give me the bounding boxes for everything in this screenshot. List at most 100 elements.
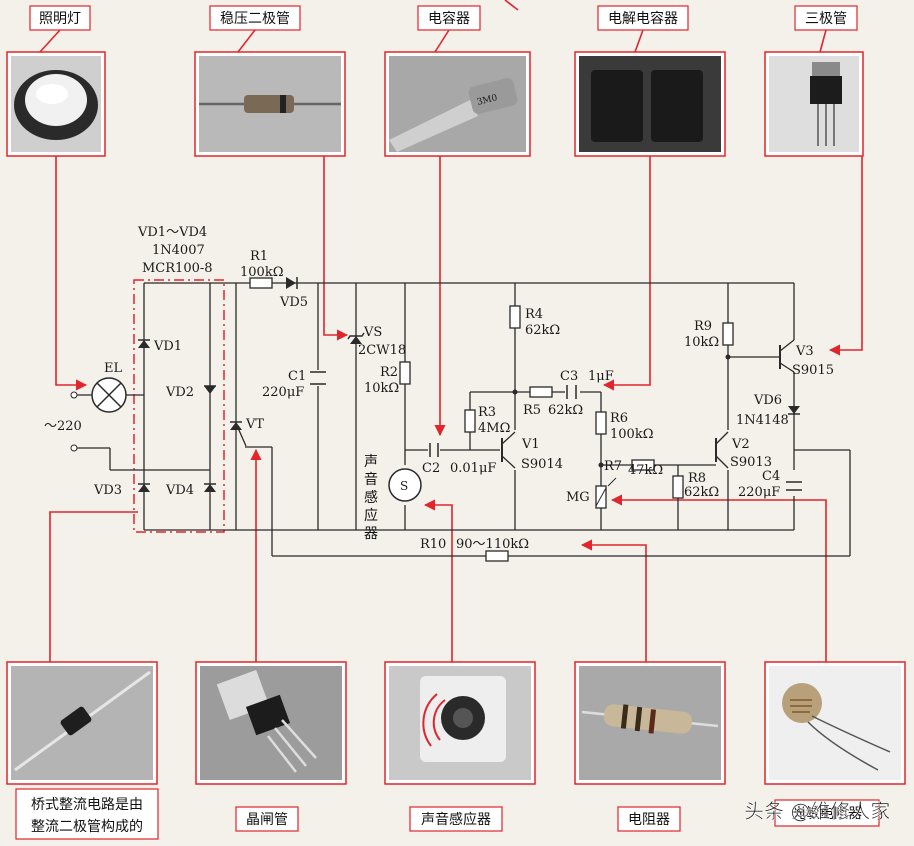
resistor-r10: [485, 550, 509, 562]
callout-leaders: [49, 156, 863, 662]
label-c2: C2: [422, 461, 440, 476]
label-r2-val: 10kΩ: [364, 381, 399, 396]
callout-photoresistor-title: 光敏电阻器: [792, 806, 862, 822]
svg-text:3M0: 3M0: [476, 93, 499, 108]
diode-vd6: [788, 406, 800, 414]
label-r3-val: 4MΩ: [478, 421, 510, 436]
label-sound-sensor-vertical: 声 音 感 应 器: [364, 454, 382, 542]
diode-vd5: [286, 277, 296, 289]
zener-vs: [350, 336, 362, 344]
zener-photo: [244, 95, 294, 113]
callout-electrolytic-title: 电解电容器: [608, 10, 678, 27]
callout-electrolytic: 2200μF 2200μF 电解电容器: [574, 5, 726, 157]
callout-capacitor: 3M0 电容器: [384, 5, 531, 157]
label-r6-val: 100kΩ: [610, 427, 653, 442]
circuit-components: [70, 277, 802, 562]
label-r9: R9: [694, 319, 712, 334]
label-r5: R5: [523, 403, 541, 418]
label-v1-part: S9014: [521, 457, 563, 472]
label-vd4: VD4: [165, 483, 194, 498]
capacitor-photo: [468, 78, 518, 114]
resistor-r6: [595, 411, 607, 435]
electrolytic-photo: [591, 70, 643, 142]
label-r9-val: 10kΩ: [684, 335, 719, 350]
callout-lamp-title: 照明灯: [39, 11, 81, 27]
label-vd1: VD1: [153, 339, 182, 354]
label-vs: VS: [363, 325, 382, 340]
sound-sensor-symbol: [388, 468, 422, 502]
label-vd3: VD3: [93, 483, 122, 498]
label-v3: V3: [795, 344, 814, 359]
diode-vd3: [138, 483, 150, 492]
label-r3: R3: [478, 405, 496, 420]
label-c1: C1: [288, 369, 306, 384]
label-v2-part: S9013: [730, 455, 772, 470]
resistor-r1: [249, 277, 273, 289]
callout-transistor-title: 三极管: [805, 11, 847, 27]
resistor-r9: [722, 322, 734, 346]
callout-bridge-title-2: 整流二极管构成的: [31, 819, 143, 835]
callout-sound-sensor-title: 声音感应器: [421, 811, 491, 828]
transistor-photo: [810, 76, 842, 104]
svg-text:2200μF: 2200μF: [597, 92, 636, 103]
label-r4: R4: [525, 307, 543, 322]
resistor-r8: [672, 475, 684, 499]
label-v2: V2: [731, 437, 750, 452]
callout-zener: 稳压二极管: [194, 5, 346, 157]
label-r8: R8: [688, 471, 706, 486]
callout-thyristor: 晶闸管: [195, 661, 347, 832]
callout-transistor: 三极管: [764, 5, 864, 157]
watermark: 头条 @维修人家: [744, 799, 890, 823]
callout-resistor: 电阻器: [574, 661, 726, 832]
label-el: EL: [104, 361, 122, 376]
label-vs-part: 2CW18: [358, 343, 406, 358]
photoresistor-photo: [782, 683, 822, 723]
resistor-r4: [509, 305, 521, 329]
thyristor-symbol: [230, 422, 242, 430]
bridge-diode-photo: [60, 706, 92, 736]
label-c1-val: 220μF: [262, 385, 304, 400]
diode-vd2: [204, 385, 216, 394]
label-v1: V1: [521, 437, 540, 452]
resistor-r5: [529, 386, 553, 398]
label-c3: C3: [560, 369, 578, 384]
label-vd6: VD6: [753, 393, 782, 408]
label-r2: R2: [380, 365, 398, 380]
diode-vd4: [204, 483, 216, 492]
callout-sound-sensor: 声音感应器: [384, 661, 536, 832]
svg-text:2200μF: 2200μF: [657, 92, 696, 103]
callout-capacitor-title: 电容器: [428, 10, 470, 27]
label-r1: R1: [250, 249, 268, 264]
callout-zener-title: 稳压二极管: [220, 11, 290, 27]
label-r7-val: 47kΩ: [628, 463, 663, 478]
callout-resistor-title: 电阻器: [628, 812, 670, 828]
label-r1-val: 100kΩ: [240, 265, 283, 280]
label-r8-val: 62kΩ: [684, 485, 719, 500]
label-1n4007: 1N4007: [152, 243, 205, 258]
label-mg: MG: [566, 490, 590, 505]
label-c4: C4: [762, 469, 780, 484]
label-r6: R6: [610, 411, 628, 426]
label-c4-val: 220μF: [738, 485, 780, 500]
circuit-labels: VD1～VD4 1N4007 MCR100-8 R1 100kΩ VD5 VS …: [44, 225, 834, 552]
label-r10-val: 90～110kΩ: [456, 537, 529, 552]
label-s: S: [400, 479, 408, 493]
resistor-r7: [631, 459, 655, 471]
label-vt: VT: [245, 417, 264, 432]
callout-bridge-title-1: 桥式整流电路是由: [31, 797, 143, 813]
label-vd6-part: 1N4148: [736, 413, 789, 428]
label-r5-val: 62kΩ: [548, 403, 583, 418]
diode-vd1: [138, 339, 150, 348]
label-vd5: VD5: [279, 295, 308, 310]
thyristor-photo: [245, 694, 291, 736]
label-r4-val: 62kΩ: [525, 323, 560, 338]
label-v3-part: S9015: [792, 363, 834, 378]
label-mcr: MCR100-8: [142, 261, 213, 276]
callout-thyristor-title: 晶闸管: [246, 812, 288, 828]
callout-lamp: 照明灯: [6, 5, 106, 157]
callout-photoresistor: 光敏电阻器: [764, 661, 906, 827]
resistor-r2: [399, 361, 411, 385]
label-c2-val: 0.01μF: [450, 461, 496, 476]
callout-bridge: 桥式整流电路是由 整流二极管构成的: [6, 661, 159, 840]
